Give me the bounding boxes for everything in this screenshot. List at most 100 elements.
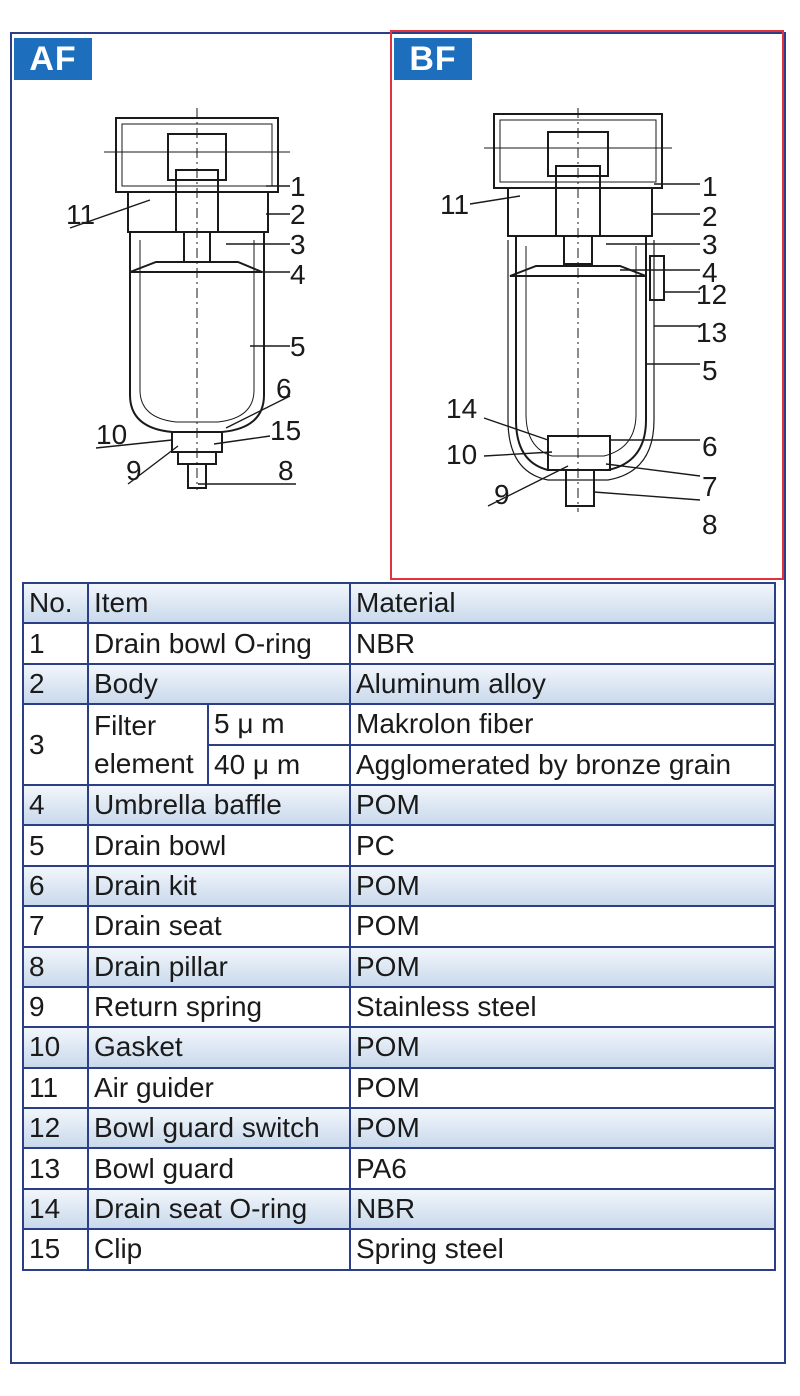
bf-callout-4: 4 <box>702 257 718 288</box>
row-material: POM <box>349 1026 776 1069</box>
row-no: 3 <box>22 703 89 786</box>
row-no: 10 <box>22 1026 89 1069</box>
bf-highlight-frame <box>390 30 784 580</box>
row-no: 11 <box>22 1066 89 1110</box>
af-model-tab: AF <box>14 38 92 80</box>
bf-filter-drawing <box>484 108 672 512</box>
table-row: 40 μ m Agglomerated by bronze grain <box>23 743 776 786</box>
bf-callout-1: 1 <box>702 171 718 202</box>
row-item: Umbrella baffle <box>87 783 351 827</box>
item-line-2: element <box>94 747 194 779</box>
row-item: Bowl guard <box>87 1147 351 1190</box>
af-callout-1: 1 <box>290 171 306 202</box>
row-no: 8 <box>22 945 89 988</box>
outer-frame <box>10 32 786 1364</box>
row-no: 1 <box>22 622 89 665</box>
bf-model-tab: BF <box>394 38 472 80</box>
row-material: Spring steel <box>349 1228 776 1271</box>
row-item: Clip <box>87 1228 351 1271</box>
bf-callout-3: 3 <box>702 229 718 260</box>
row-item: Drain seat <box>87 905 351 948</box>
table-row: 7 Drain seat POM <box>22 905 776 948</box>
row-item: Body <box>87 662 351 706</box>
af-leader-lines <box>69 185 296 485</box>
bf-leader-lines <box>469 183 701 507</box>
row-no: 7 <box>22 905 89 948</box>
af-callout-numbers: 1 2 3 4 5 6 15 8 9 10 11 <box>66 171 306 486</box>
row-item: Filter element <box>87 703 209 786</box>
row-item: Bowl guard switch <box>87 1107 351 1150</box>
table-row: 14 Drain seat O-ring NBR <box>22 1187 776 1231</box>
header-item: Item <box>87 581 351 625</box>
row-no: 12 <box>22 1107 89 1150</box>
header-material: Material <box>349 581 776 625</box>
row-item: Drain seat O-ring <box>87 1187 351 1231</box>
bf-callout-11: 11 <box>440 189 469 220</box>
row-material: POM <box>349 1107 776 1150</box>
row-material: Agglomerated by bronze grain <box>349 743 776 786</box>
af-callout-11: 11 <box>66 199 95 230</box>
af-callout-9: 9 <box>126 455 142 486</box>
row-item: Return spring <box>87 985 351 1029</box>
row-no: 6 <box>22 864 89 908</box>
bf-callout-2: 2 <box>702 201 718 232</box>
row-material: PC <box>349 824 776 867</box>
af-callout-15: 15 <box>270 415 301 446</box>
bf-callout-8: 8 <box>702 509 718 540</box>
table-row: 11 Air guider POM <box>22 1066 776 1110</box>
bf-callout-13: 13 <box>696 317 727 348</box>
table-row: 10 Gasket POM <box>22 1026 776 1069</box>
table-row: 2 Body Aluminum alloy <box>22 662 776 706</box>
bf-callout-14: 14 <box>446 393 477 424</box>
row-material: Aluminum alloy <box>349 662 776 706</box>
row-item: Drain bowl O-ring <box>87 622 351 665</box>
row-material: POM <box>349 905 776 948</box>
bf-callout-6: 6 <box>702 431 718 462</box>
table-row: 15 Clip Spring steel <box>22 1228 776 1271</box>
af-callout-10: 10 <box>96 419 127 450</box>
table-row: 1 Drain bowl O-ring NBR <box>22 622 776 665</box>
table-row: 5 Drain bowl PC <box>22 824 776 867</box>
af-callout-3: 3 <box>290 229 306 260</box>
table-row: 9 Return spring Stainless steel <box>22 985 776 1029</box>
row-no: 14 <box>22 1187 89 1231</box>
row-item: Drain bowl <box>87 824 351 867</box>
row-item: Drain pillar <box>87 945 351 988</box>
header-no: No. <box>22 581 89 625</box>
af-callout-5: 5 <box>290 331 306 362</box>
table-row: 4 Umbrella baffle POM <box>22 783 776 827</box>
table-row: 12 Bowl guard switch POM <box>22 1107 776 1150</box>
row-no: 2 <box>22 662 89 706</box>
row-material: POM <box>349 783 776 827</box>
row-no: 4 <box>22 783 89 827</box>
bf-callout-10: 10 <box>446 439 477 470</box>
row-no: 13 <box>22 1147 89 1190</box>
row-item: Air guider <box>87 1066 351 1110</box>
filter-cutaway-diagrams: 1 2 3 4 5 6 15 8 9 10 11 <box>66 108 727 540</box>
table-row: 6 Drain kit POM <box>22 864 776 908</box>
row-item: Drain kit <box>87 864 351 908</box>
table-row: 13 Bowl guard PA6 <box>22 1147 776 1190</box>
bf-callout-9: 9 <box>494 479 510 510</box>
row-spec: 40 μ m <box>207 743 351 786</box>
row-material: NBR <box>349 622 776 665</box>
parts-material-table: No. Item Material 1 Drain bowl O-ring NB… <box>22 581 776 1271</box>
row-no: 9 <box>22 985 89 1029</box>
bf-callout-12: 12 <box>696 279 727 310</box>
bf-callout-7: 7 <box>702 471 718 502</box>
af-filter-drawing <box>104 108 290 490</box>
af-callout-4: 4 <box>290 259 306 290</box>
row-item: Gasket <box>87 1026 351 1069</box>
bf-callout-5: 5 <box>702 355 718 386</box>
row-material: NBR <box>349 1187 776 1231</box>
bf-callout-numbers: 1 2 3 4 12 13 5 14 10 6 9 7 8 11 <box>440 171 727 540</box>
table-header-row: No. Item Material <box>22 581 776 625</box>
row-material: POM <box>349 1066 776 1110</box>
row-no: 15 <box>22 1228 89 1271</box>
table-row: 8 Drain pillar POM <box>22 945 776 988</box>
af-callout-2: 2 <box>290 199 306 230</box>
af-callout-8: 8 <box>278 455 294 486</box>
row-spec: 5 μ m <box>207 703 351 746</box>
item-line-1: Filter <box>94 709 157 741</box>
